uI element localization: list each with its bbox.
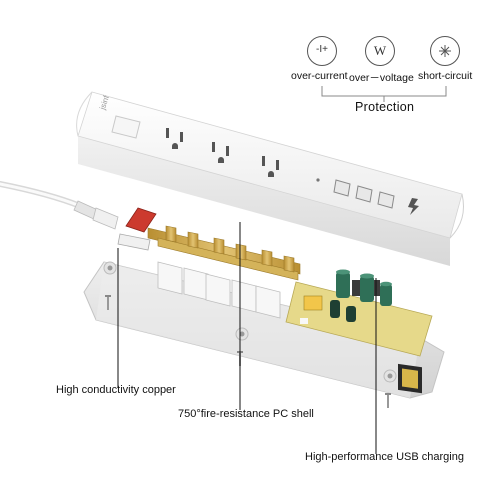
usb-pcb: [285, 269, 433, 394]
voltage-icon: W: [365, 36, 395, 66]
feature-label-short-circuit: short-circuit: [418, 70, 473, 82]
current-icon: -I+: [307, 36, 337, 66]
base-tray: [83, 261, 445, 408]
top-shell: [76, 91, 464, 266]
protection-title: Protection: [355, 100, 415, 114]
socket-housings: [157, 261, 281, 319]
capacitors: [330, 269, 392, 322]
callout-shell: 750°fire-resistance PC shell: [178, 408, 314, 420]
current-icon-symbol: -I+: [316, 44, 328, 55]
copper-strips: [117, 207, 301, 281]
protection-bracket: [321, 86, 447, 102]
spark-icon: [430, 36, 460, 66]
power-cord: [0, 181, 119, 230]
callout-usb: High-performance USB charging: [305, 451, 464, 463]
usb-ports: [333, 179, 395, 209]
ac-outlets: [166, 128, 279, 177]
feature-label-over-voltage: over－voltage: [349, 72, 414, 84]
feature-label-over-current: over-current: [291, 70, 348, 82]
callout-lines: [117, 222, 377, 454]
voltage-icon-symbol: W: [373, 43, 387, 58]
callout-copper: High conductivity copper: [56, 384, 176, 396]
